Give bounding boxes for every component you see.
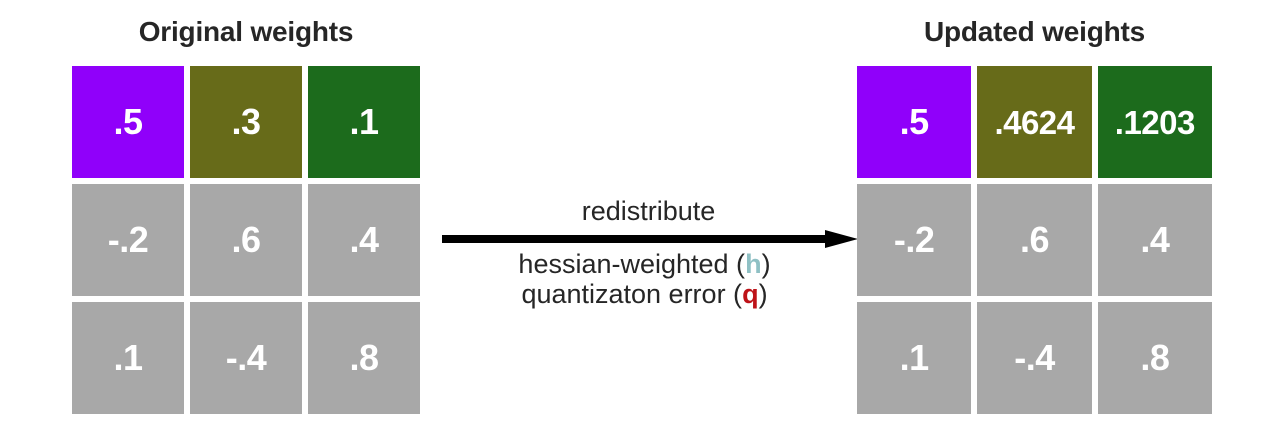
weight-cell: .1 [72,302,184,414]
caption-error-description: hessian-weighted (h) quantizaton error (… [426,249,863,309]
updated-weights-title: Updated weights [923,16,1145,47]
quantization-token: q [742,279,759,310]
weight-cell: .1203 [1097,66,1212,178]
hessian-token: h [745,249,762,279]
updated-weights-grid: .5.4624.1203 -.2.6.4 .1-.4.8 [857,66,1212,414]
caption-hessian-suffix: ) [761,249,771,279]
weight-cell: .5 [857,66,972,178]
arrow-head [825,230,858,248]
weight-cell: -.4 [977,302,1092,414]
right-arrow-icon [442,230,858,248]
weight-cell: .1 [857,302,972,414]
caption-quantization-line: quantizaton error (q) [426,279,863,309]
caption-hessian-line: hessian-weighted (h) [426,249,863,279]
weight-cell: .6 [977,184,1092,296]
caption-redistribute: redistribute [581,196,716,226]
caption-quant-prefix: quantizaton error ( [521,279,743,310]
redistribute-annotation: redistribute hessian-weighted (h) quanti… [420,0,858,438]
weight-cell: .5 [72,66,184,178]
weight-cell: -.4 [190,302,302,414]
original-weights-grid: .5.3.1-.2.6.4.1-.4.8 [72,66,420,414]
weight-cell: -.2 [857,184,972,296]
original-weights-title: Original weights [138,16,354,47]
weight-cell: -.2 [72,184,184,296]
caption-hessian-prefix: hessian-weighted ( [518,249,746,279]
weight-cell: .1 [308,66,420,178]
weight-cell: .6 [190,184,302,296]
caption-quant-suffix: ) [758,279,768,310]
arrow-shaft [442,235,828,243]
weight-cell: .3 [190,66,302,178]
weight-cell: .4624 [977,66,1092,178]
weight-cell: .4 [308,184,420,296]
weight-cell: .8 [308,302,420,414]
weight-cell: .8 [1097,302,1212,414]
weight-cell: .4 [1097,184,1212,296]
